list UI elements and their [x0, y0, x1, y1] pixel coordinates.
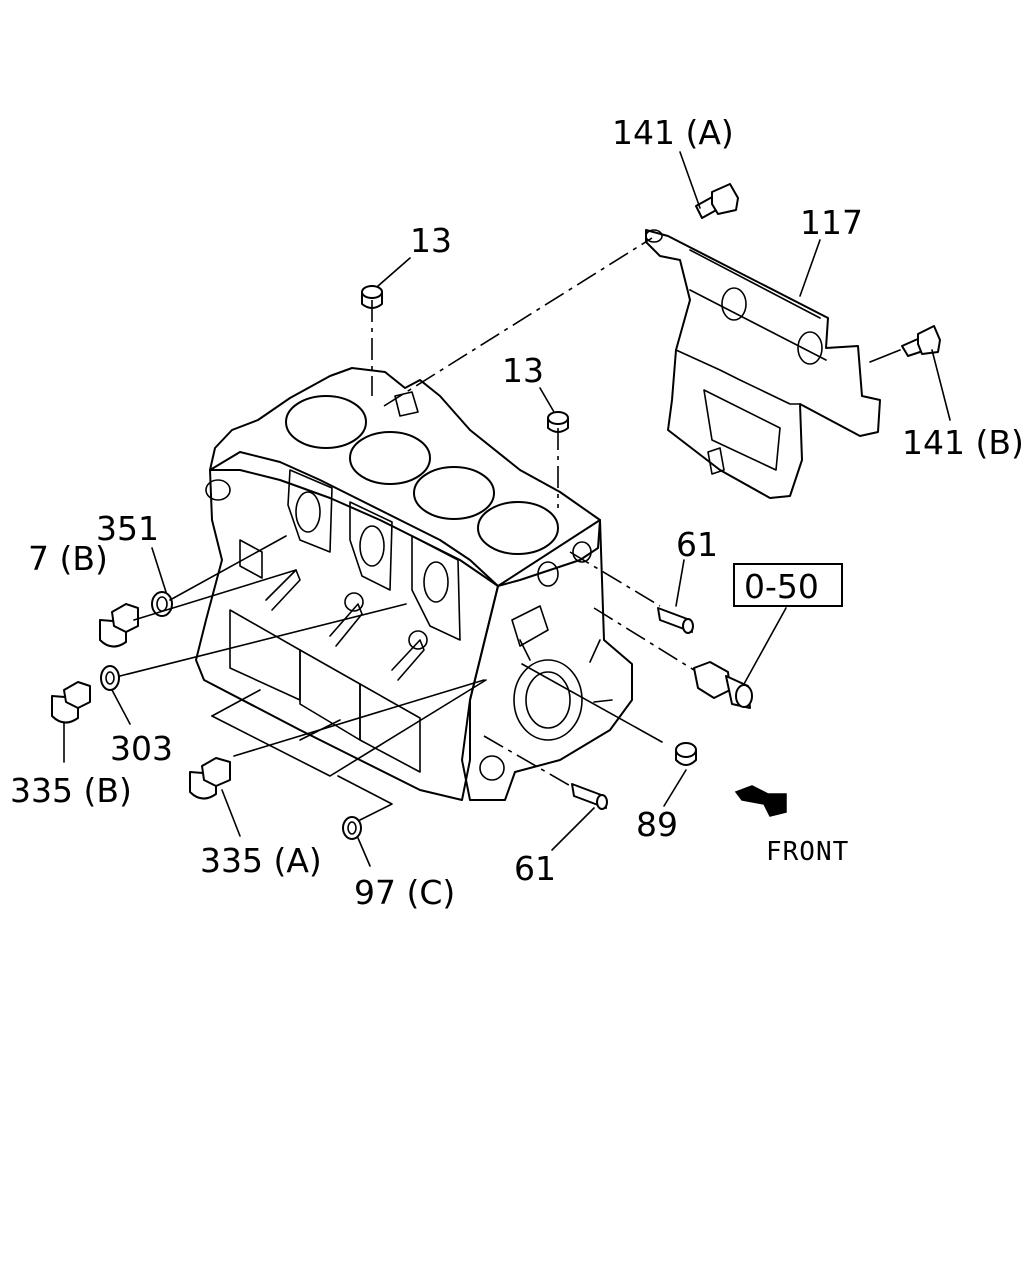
label-335b: 335 (B)	[10, 771, 132, 810]
label-13-right: 13	[502, 351, 544, 390]
plug-335a	[189, 757, 231, 800]
label-7b: 7 (B)	[28, 539, 108, 578]
washer-303	[100, 665, 120, 691]
label-141b: 141 (B)	[902, 423, 1024, 462]
plug-89	[675, 742, 697, 766]
label-13-left: 13	[410, 221, 452, 260]
washer-351	[151, 591, 173, 617]
bolt-141a	[695, 183, 739, 219]
label-351: 351	[96, 509, 159, 548]
dowel-13-right	[547, 411, 569, 433]
leader-lines	[63, 151, 951, 867]
plug-97c	[342, 816, 362, 840]
label-303: 303	[110, 729, 173, 768]
bracket-117	[645, 229, 881, 499]
label-61-lower: 61	[514, 849, 556, 888]
ref-box-label: 0-50	[744, 567, 819, 606]
label-335a: 335 (A)	[200, 841, 322, 880]
pin-61-upper	[657, 607, 694, 634]
bolt-141b	[901, 325, 941, 357]
ref-box-0-50[interactable]: 0-50	[733, 563, 843, 607]
pin-61-lower	[571, 783, 608, 810]
plug-335b	[51, 681, 91, 724]
oil-pressure-switch	[693, 661, 753, 709]
label-97c: 97 (C)	[354, 873, 455, 912]
label-117: 117	[800, 203, 863, 242]
label-61-upper: 61	[676, 525, 718, 564]
dowel-13-left	[361, 285, 383, 309]
cylinder-block	[195, 367, 633, 801]
plug-7b	[99, 603, 139, 648]
front-arrow-icon	[734, 785, 787, 817]
label-front: FRONT	[766, 837, 849, 867]
label-89: 89	[636, 805, 678, 844]
label-141a: 141 (A)	[612, 113, 734, 152]
